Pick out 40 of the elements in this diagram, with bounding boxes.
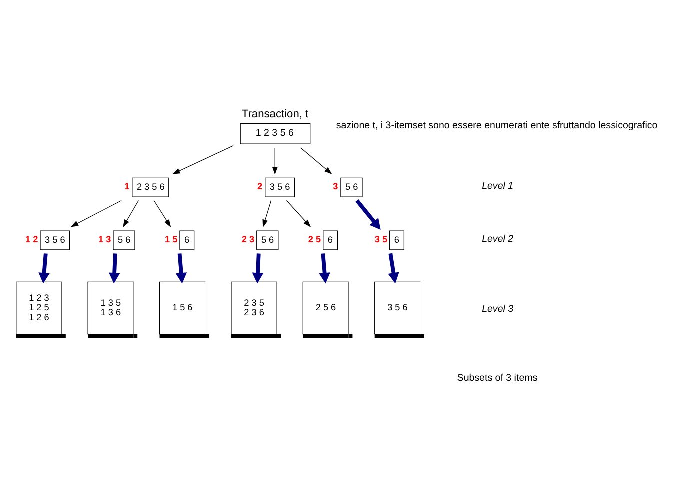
node-label: 1 xyxy=(124,181,130,192)
arrow xyxy=(172,146,234,174)
arrow xyxy=(286,200,312,228)
node-label: 2 xyxy=(258,181,263,192)
node-label: 2 5 xyxy=(308,234,322,244)
node-box: 6 xyxy=(180,230,195,250)
label: Level 3 xyxy=(482,304,514,315)
node-box: 6 xyxy=(323,230,338,250)
node-box: 5 6 xyxy=(113,230,136,250)
node-box: 3 5 6 xyxy=(40,230,70,250)
node-label: 1 5 xyxy=(164,234,178,244)
arrow xyxy=(154,200,172,228)
arrow xyxy=(319,254,330,284)
arrow xyxy=(300,148,332,174)
label: Subsets of 3 items xyxy=(457,372,538,384)
label: Level 2 xyxy=(482,234,514,245)
arrow xyxy=(262,200,272,228)
arrow xyxy=(252,254,264,284)
node-label: 2 3 xyxy=(242,234,255,244)
arrow xyxy=(388,253,400,284)
node-label: Transaction, t xyxy=(242,108,309,121)
arrow xyxy=(272,148,278,175)
arrow xyxy=(38,254,50,284)
node-box: 6 xyxy=(390,230,405,250)
arrow xyxy=(176,254,188,284)
node-label: 1 3 xyxy=(98,234,112,244)
arrow xyxy=(123,200,139,228)
node-label: 1 2 xyxy=(26,234,38,244)
node-label: 3 xyxy=(333,181,338,192)
label: Level 1 xyxy=(482,180,514,192)
node-label: 3 5 xyxy=(374,234,388,244)
node-box: 2 3 5 6 xyxy=(132,178,170,198)
node-box: 5 6 xyxy=(340,178,363,198)
node-box: 3 5 6 xyxy=(265,178,296,198)
node-box: 1 2 3 5 6 xyxy=(240,124,311,144)
arrow xyxy=(70,200,122,228)
node-box: 5 6 xyxy=(256,230,279,250)
arrow xyxy=(356,200,381,230)
label: sazione t, i 3-itemset sono essere enumerati ente sfruttando lessicografico xyxy=(336,120,658,132)
arrow xyxy=(108,254,120,284)
